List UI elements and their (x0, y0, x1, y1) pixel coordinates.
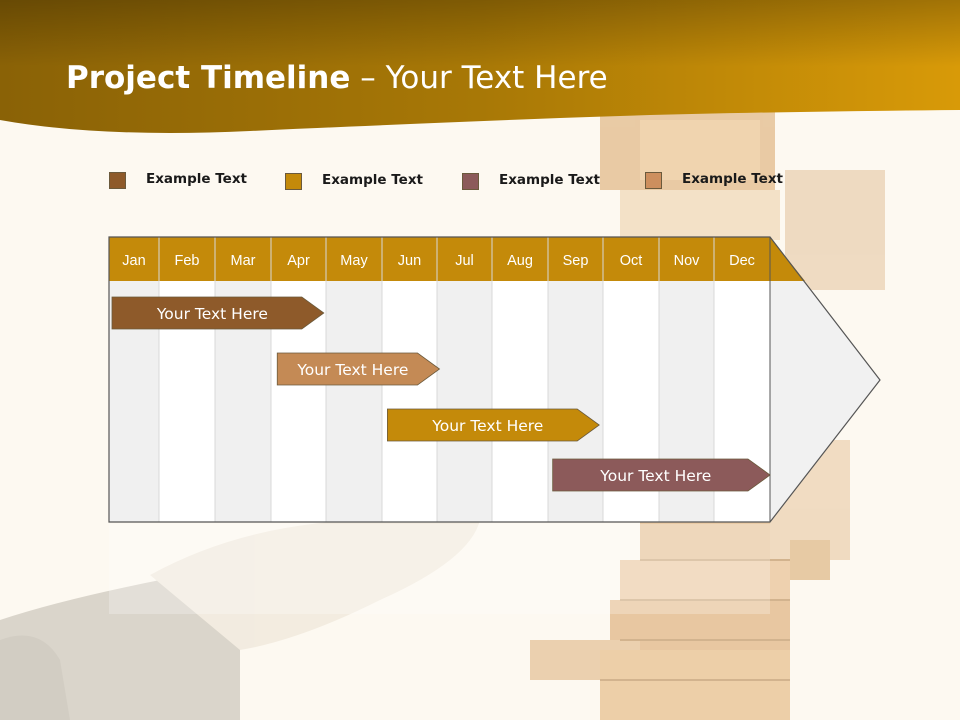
month-label: Aug (507, 253, 533, 269)
block-tower-image (530, 110, 885, 720)
task-label: Your Text Here (156, 305, 268, 323)
month-label: Feb (175, 253, 200, 269)
header-band (0, 0, 960, 133)
legend-label: Example Text (499, 172, 600, 188)
task-label: Your Text Here (599, 467, 711, 485)
month-label: Apr (287, 253, 310, 269)
task-bar (387, 408, 600, 442)
month-label: May (340, 253, 368, 269)
month-label: Jan (122, 253, 145, 269)
month-label: Jul (455, 253, 474, 269)
month-label: Jun (398, 253, 421, 269)
arrow-outline (108, 236, 881, 523)
legend-label: Example Text (682, 171, 783, 187)
task-label: Your Text Here (296, 361, 408, 379)
legend-label: Example Text (146, 171, 247, 187)
legend-swatch (285, 173, 302, 190)
month-column (326, 281, 382, 522)
month-label: Dec (729, 253, 755, 269)
month-label: Sep (563, 253, 589, 269)
legend-swatch (109, 172, 126, 189)
month-label: Oct (620, 253, 643, 269)
title-rest: – Your Text Here (350, 60, 608, 96)
month-header-band (109, 237, 805, 281)
month-label: Nov (674, 253, 701, 269)
task-label: Your Text Here (431, 417, 543, 435)
task-bar (552, 458, 771, 492)
arrow-reflection (109, 524, 770, 614)
month-column (437, 281, 492, 522)
legend-label: Example Text (322, 172, 423, 188)
task-bar (276, 352, 441, 386)
legend-swatch (462, 173, 479, 190)
legend-swatch (645, 172, 662, 189)
title-bold: Project Timeline (66, 60, 351, 96)
month-label: Mar (231, 253, 256, 269)
month-column (492, 281, 548, 522)
page-title: Project Timeline – Your Text Here (66, 60, 608, 96)
task-bar (111, 296, 325, 330)
month-column (382, 281, 437, 522)
hand-sleeve-image (0, 520, 480, 720)
